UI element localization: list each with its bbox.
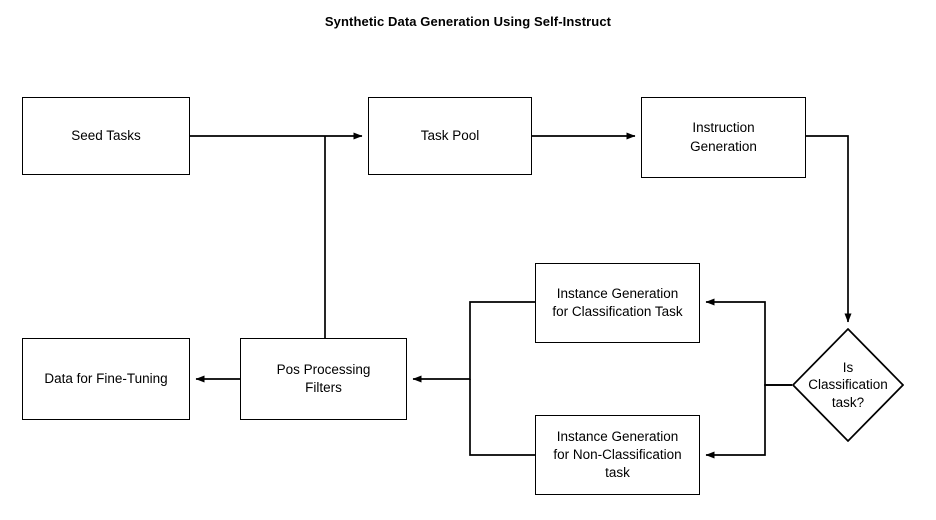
edge-non-classification-to-filters — [469, 379, 535, 456]
node-label-is_classification: Is Classification task? — [808, 359, 888, 410]
node-label-instance_non_classification: Instance Generation for Non-Classificati… — [553, 428, 682, 481]
node-seed_tasks[interactable]: Seed Tasks — [22, 97, 190, 175]
node-instruction_generation[interactable]: Instruction Generation — [641, 97, 806, 178]
node-label-instruction_generation: Instruction Generation — [690, 120, 757, 154]
node-is_classification[interactable]: Is Classification task? — [792, 328, 904, 442]
edge-classification-to-filters — [412, 301, 535, 383]
node-label-task_pool: Task Pool — [420, 127, 480, 143]
edge-decision-to-classification — [705, 298, 792, 386]
diamond-shape-icon — [792, 328, 904, 442]
node-label-instance_classification: Instance Generation for Classification T… — [552, 285, 683, 319]
node-label-pos_processing_filters: Pos Processing Filters — [276, 361, 371, 395]
node-task_pool[interactable]: Task Pool — [368, 97, 532, 175]
node-data_for_fine_tuning[interactable]: Data for Fine-Tuning — [22, 338, 190, 420]
diagram-title: Synthetic Data Generation Using Self-Ins… — [324, 14, 612, 29]
node-label-data_for_fine_tuning: Data for Fine-Tuning — [44, 370, 168, 386]
node-label-seed_tasks: Seed Tasks — [71, 127, 141, 143]
edge-instruction-to-decision — [806, 135, 852, 323]
node-pos_processing_filters[interactable]: Pos Processing Filters — [240, 338, 407, 420]
node-instance_classification[interactable]: Instance Generation for Classification T… — [535, 263, 700, 343]
node-instance_non_classification[interactable]: Instance Generation for Non-Classificati… — [535, 415, 700, 495]
edge-decision-to-non-classification — [705, 384, 792, 459]
